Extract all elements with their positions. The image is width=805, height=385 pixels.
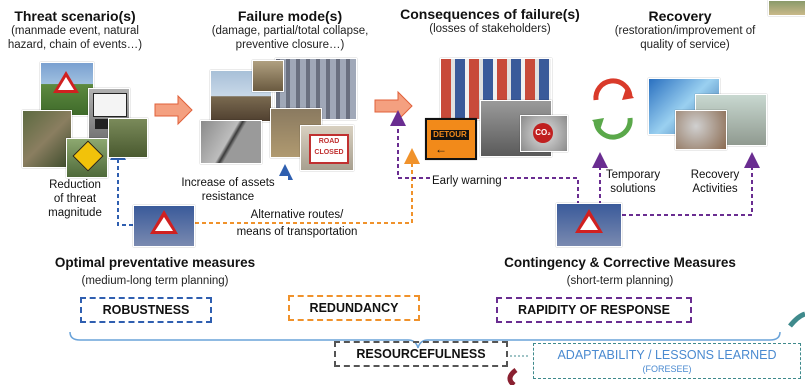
failure-photo-crack — [200, 120, 262, 164]
reduction-line — [110, 144, 133, 226]
curl-arrow — [507, 367, 518, 385]
threat-photo-field — [108, 118, 148, 158]
failure-subtitle: (damage, partial/total collapse,preventi… — [211, 25, 369, 51]
flow-arrow-2 — [374, 90, 413, 122]
failure-photo-small — [252, 60, 284, 92]
threat-photo-sky — [40, 62, 94, 116]
consequence-photo-co2: CO₂ — [520, 115, 568, 152]
optimal-subtitle: (medium-long term planning) — [81, 275, 229, 287]
diamond-sign-icon — [72, 140, 104, 172]
works-sign-left — [133, 205, 195, 247]
resourcefulness-box: RESOURCEFULNESS — [334, 341, 508, 367]
threat-title: Threat scenario(s) — [14, 8, 136, 24]
optimal-title: Optimal preventative measures — [54, 255, 256, 270]
corner-photo — [768, 0, 805, 16]
recovery-line — [622, 152, 760, 216]
brace — [69, 331, 781, 349]
threat-photo-flood — [66, 138, 108, 178]
alternative-label: Alternative routes/means of transportati… — [236, 209, 358, 238]
consequences-title: Consequences of failure(s) — [400, 6, 580, 22]
detour-sign: DETOUR ← — [425, 118, 477, 160]
cycle-arrow-red — [593, 78, 633, 101]
recovery-title: Recovery — [648, 8, 712, 24]
failure-title: Failure mode(s) — [237, 8, 343, 24]
flow-arrow-1 — [154, 94, 193, 126]
arrow-left-icon: ← — [435, 142, 447, 156]
cycle-arrow-green — [593, 117, 633, 140]
early-warning-label: Early warning — [430, 174, 504, 188]
curl-arrow-right — [788, 311, 805, 328]
consequences-subtitle: (losses of stakeholders) — [429, 23, 551, 35]
contingency-subtitle: (short-term planning) — [566, 275, 674, 287]
works-sign-right — [556, 203, 622, 247]
redundancy-box: REDUNDANCY — [288, 295, 420, 321]
threat-photo-road — [22, 110, 72, 168]
adaptability-box: ADAPTABILITY / LESSONS LEARNED (FORESEE) — [533, 343, 801, 379]
recovery-photo-tools — [675, 110, 727, 150]
robustness-box: ROBUSTNESS — [80, 297, 212, 323]
contingency-title: Contingency & Corrective Measures — [504, 255, 736, 270]
rapidity-box: RAPIDITY OF RESPONSE — [496, 297, 692, 323]
